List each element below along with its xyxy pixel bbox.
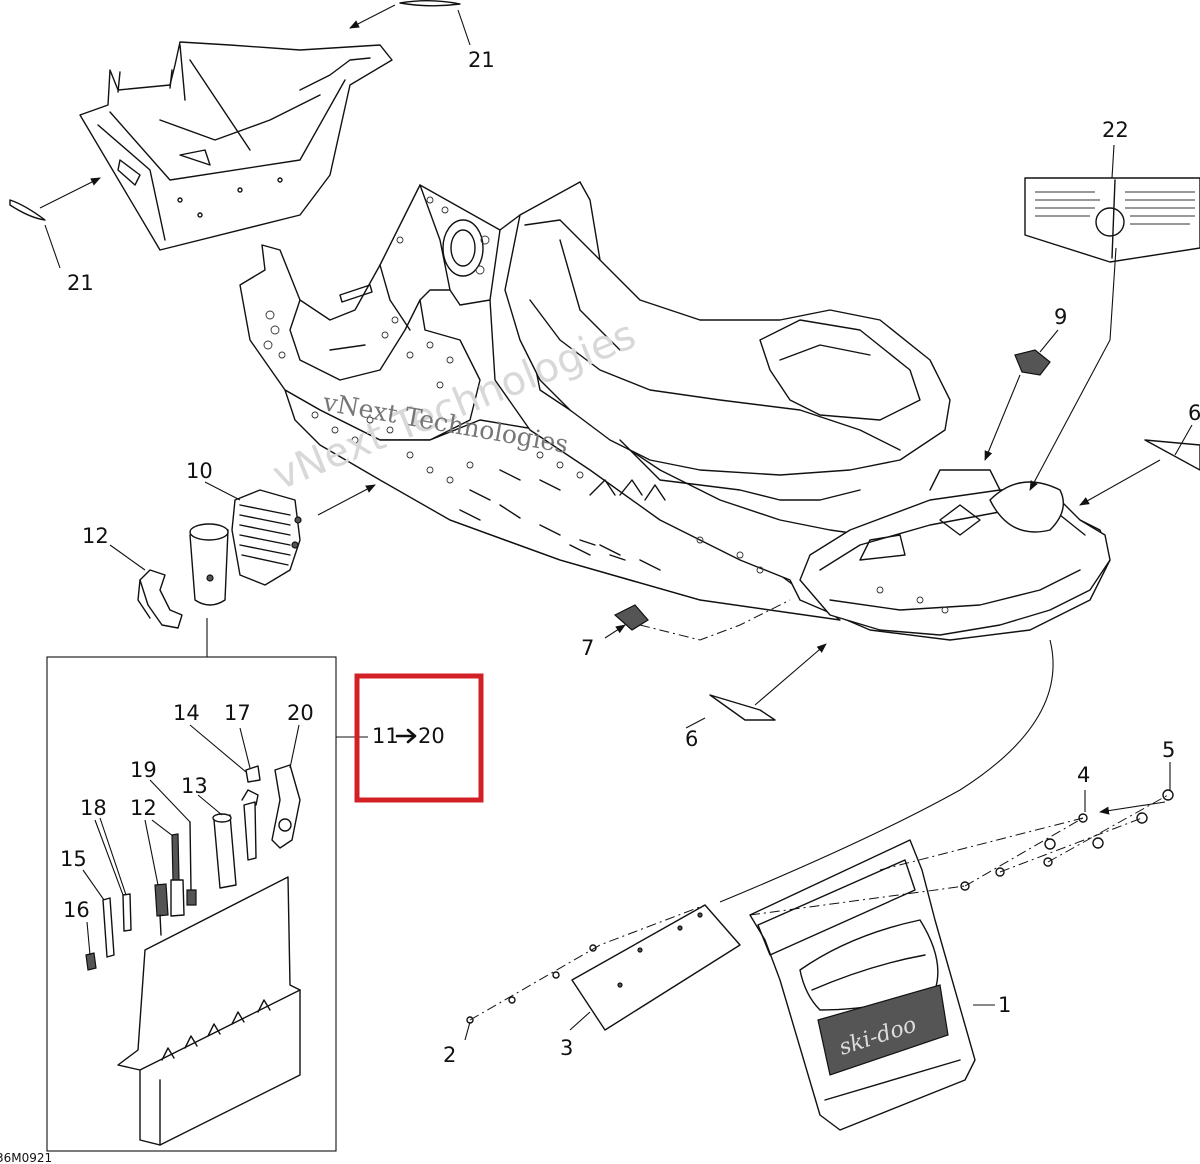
warning-decal-22 — [1024, 177, 1200, 263]
nuts-2 — [466, 944, 597, 1024]
label-22: 22 — [1102, 118, 1129, 142]
decal-6-right — [1144, 439, 1200, 471]
clip-7 — [613, 604, 649, 631]
label-10: 12 — [82, 524, 109, 548]
label-5: 5 — [1162, 738, 1175, 762]
label-2: 2 — [443, 1043, 456, 1067]
range-callout: 11 20 — [372, 724, 445, 748]
label-6-bottom: 6 — [685, 727, 698, 751]
leader-lines — [39, 4, 1193, 1041]
label-21-left: 21 — [67, 271, 94, 295]
label-13: 13 — [181, 774, 208, 798]
label-16: 16 — [63, 898, 90, 922]
drawing-reference: 36M0921 — [0, 1151, 52, 1164]
highlight-box — [354, 673, 484, 803]
part-labels: 21 21 22 9 6 10 12 7 6 14 17 20 19 13 18… — [60, 48, 1200, 1067]
label-21-top: 21 — [468, 48, 495, 72]
label-4: 4 — [1077, 763, 1090, 787]
label-18: 18 — [80, 796, 107, 820]
label-20: 20 — [287, 701, 314, 725]
cover-9 — [231, 489, 302, 586]
label-14: 14 — [173, 701, 200, 725]
clip-8 — [1014, 349, 1051, 376]
label-7: 7 — [581, 636, 594, 660]
label-6-right: 6 — [1188, 401, 1200, 425]
tool-kit-box — [46, 656, 337, 1152]
label-19: 19 — [130, 758, 157, 782]
label-3: 3 — [560, 1036, 573, 1060]
label-8: 9 — [1054, 305, 1067, 329]
range-start: 11 — [372, 724, 399, 748]
license-plate-3 — [571, 904, 741, 1031]
label-9: 10 — [186, 459, 213, 483]
belly-pan-part — [79, 41, 393, 251]
label-15: 15 — [60, 847, 87, 871]
label-17: 17 — [224, 701, 251, 725]
tool-pouch — [117, 876, 301, 1146]
decal-6-bottom — [709, 694, 776, 721]
label-1: 1 — [998, 993, 1011, 1017]
range-end: 20 — [418, 724, 445, 748]
label-12: 12 — [130, 796, 157, 820]
range-arrow-icon — [395, 728, 417, 744]
spark-plug-holder — [189, 523, 229, 606]
chassis-frame — [239, 181, 1111, 641]
washers-5 — [1044, 789, 1174, 850]
strap-10 — [137, 569, 183, 629]
tools-group — [85, 764, 301, 971]
decal-21-left — [9, 199, 46, 221]
snow-flap-1: ski-doo — [749, 839, 976, 1131]
decal-21-top — [399, 0, 461, 7]
